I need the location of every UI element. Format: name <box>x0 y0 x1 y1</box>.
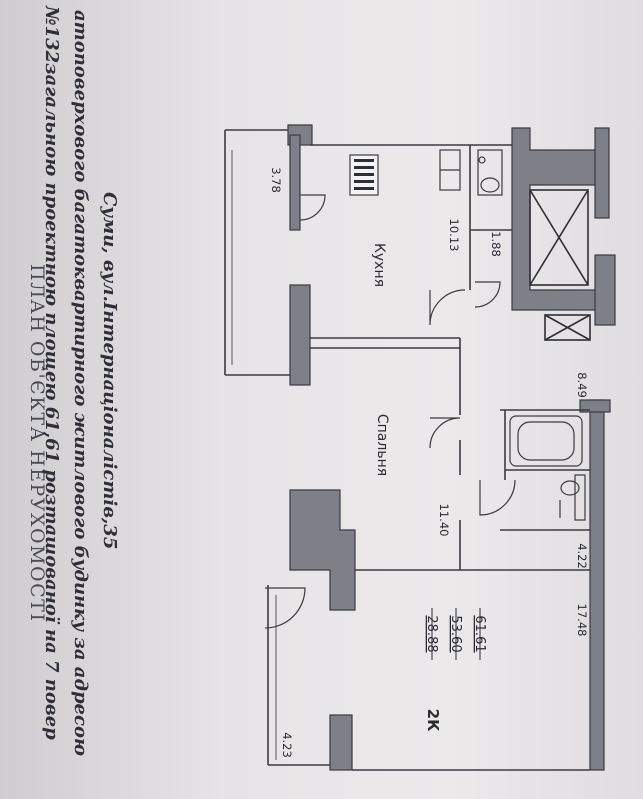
stove-icon <box>349 154 379 196</box>
doors <box>264 194 516 629</box>
area-wc: 4.22 <box>575 543 589 569</box>
area-storage: 1.88 <box>489 231 503 257</box>
apartment-type: 2К <box>424 709 442 732</box>
summary-underlines <box>431 608 481 660</box>
wc-fixtures-icon <box>559 474 586 521</box>
area-bedroom: 11.40 <box>437 504 451 537</box>
area-balcony-bottom: 4.23 <box>280 732 294 758</box>
room-label-kitchen: Кухня <box>371 243 387 287</box>
area-balcony-top: 3.78 <box>269 167 283 193</box>
toilet-icon <box>477 149 503 196</box>
balcony-windows <box>231 150 277 760</box>
area-bath: 8.49 <box>575 372 589 398</box>
room-label-bedroom: Спальня <box>374 414 390 476</box>
area-kitchen: 10.13 <box>447 219 461 252</box>
area-living: 17.48 <box>575 604 589 637</box>
elevator-shaft <box>529 189 591 341</box>
walls <box>287 124 616 771</box>
plan-outline <box>224 129 330 766</box>
bathtub-icon <box>509 415 583 467</box>
partitions <box>310 144 590 771</box>
sink-icon <box>439 149 461 191</box>
